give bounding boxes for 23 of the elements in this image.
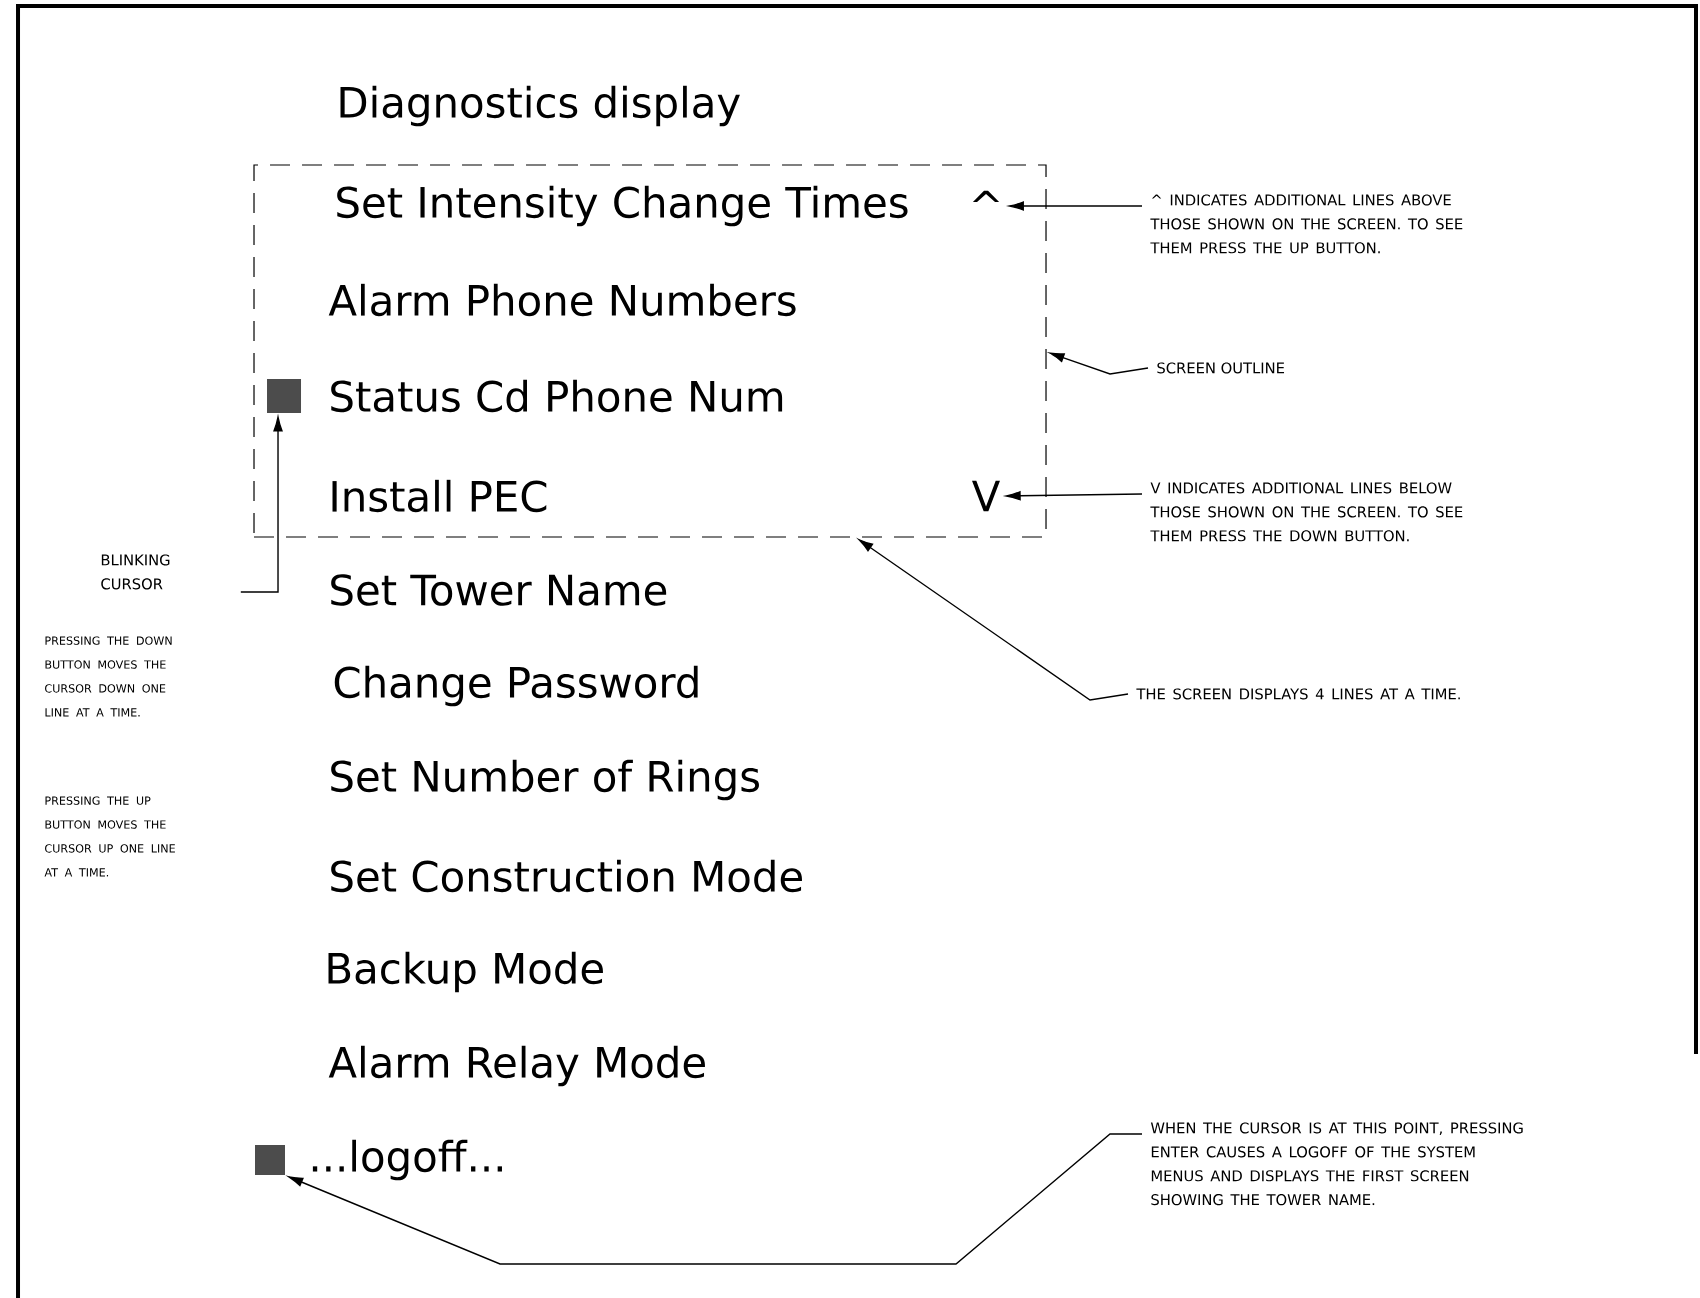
menu-item: Install PEC [332, 479, 547, 513]
leader-line [1049, 352, 1149, 375]
cursor-square [255, 1145, 285, 1175]
menu-item: Status Cd Phone Num [331, 379, 783, 413]
leader-line [858, 539, 1129, 701]
display-title: Diagnostics display [340, 85, 740, 127]
menu-item: Set Intensity Change Times [337, 185, 908, 227]
menu-item: Change Password [334, 665, 698, 707]
leader-line [1009, 201, 1143, 211]
leader-line [288, 1133, 1143, 1265]
menu-item: Alarm Phone Numbers [328, 283, 796, 317]
cursor-square [267, 379, 301, 413]
screen-outline [253, 164, 1047, 538]
menu-item: Backup Mode [328, 951, 603, 993]
menu-item: Set Construction Mode [331, 859, 802, 893]
scroll-up-mark: ^ [972, 190, 1000, 203]
scroll-down-mark: V [972, 480, 1000, 512]
leader-line [240, 416, 283, 593]
menu-item: Set Number of Rings [331, 759, 759, 801]
menu-item: Alarm Relay Mode [328, 1045, 705, 1087]
menu-item: Set Tower Name [331, 574, 667, 606]
leader-line [1005, 491, 1143, 501]
menu-item: ...logoff... [312, 1139, 502, 1181]
